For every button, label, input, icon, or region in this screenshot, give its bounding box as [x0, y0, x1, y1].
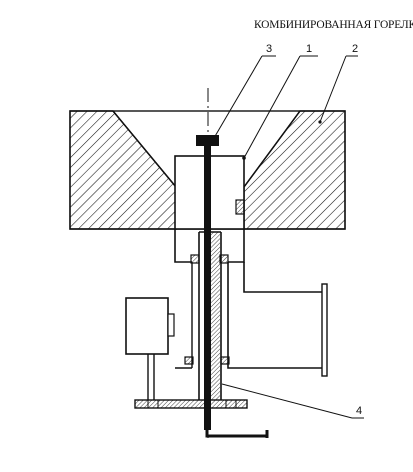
label-3: 3	[266, 43, 272, 55]
gas-inlet-pipe	[227, 262, 328, 377]
label-1: 1	[306, 43, 312, 55]
central-rod	[196, 135, 269, 438]
inner-pipe	[175, 231, 230, 400]
label-4: 4	[356, 405, 362, 417]
control-box	[125, 297, 175, 400]
bottom-flange	[134, 399, 248, 409]
label-2: 2	[352, 43, 358, 55]
diagram-title: КОМБИНИРОВАННАЯ ГОРЕЛКА	[254, 19, 413, 31]
leader-lines	[213, 55, 364, 419]
burner-tile	[69, 110, 346, 230]
